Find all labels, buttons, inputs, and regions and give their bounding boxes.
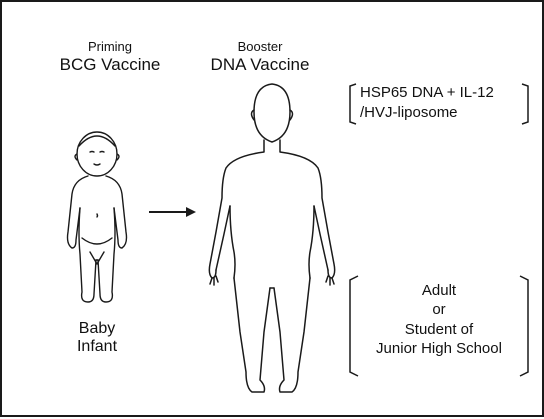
adult-label-line4: Junior High School <box>348 340 530 357</box>
adult-label-text: Adult or Student of Junior High School <box>348 282 530 357</box>
adult-label-line2: or <box>348 301 530 318</box>
adult-label-block: Adult or Student of Junior High School <box>348 274 530 378</box>
adult-label-line3: Student of <box>348 321 530 338</box>
baby-label-line1: Baby <box>52 320 142 338</box>
adult-label-line1: Adult <box>348 282 530 299</box>
baby-label: Baby Infant <box>52 320 142 357</box>
baby-label-line2: Infant <box>52 338 142 356</box>
